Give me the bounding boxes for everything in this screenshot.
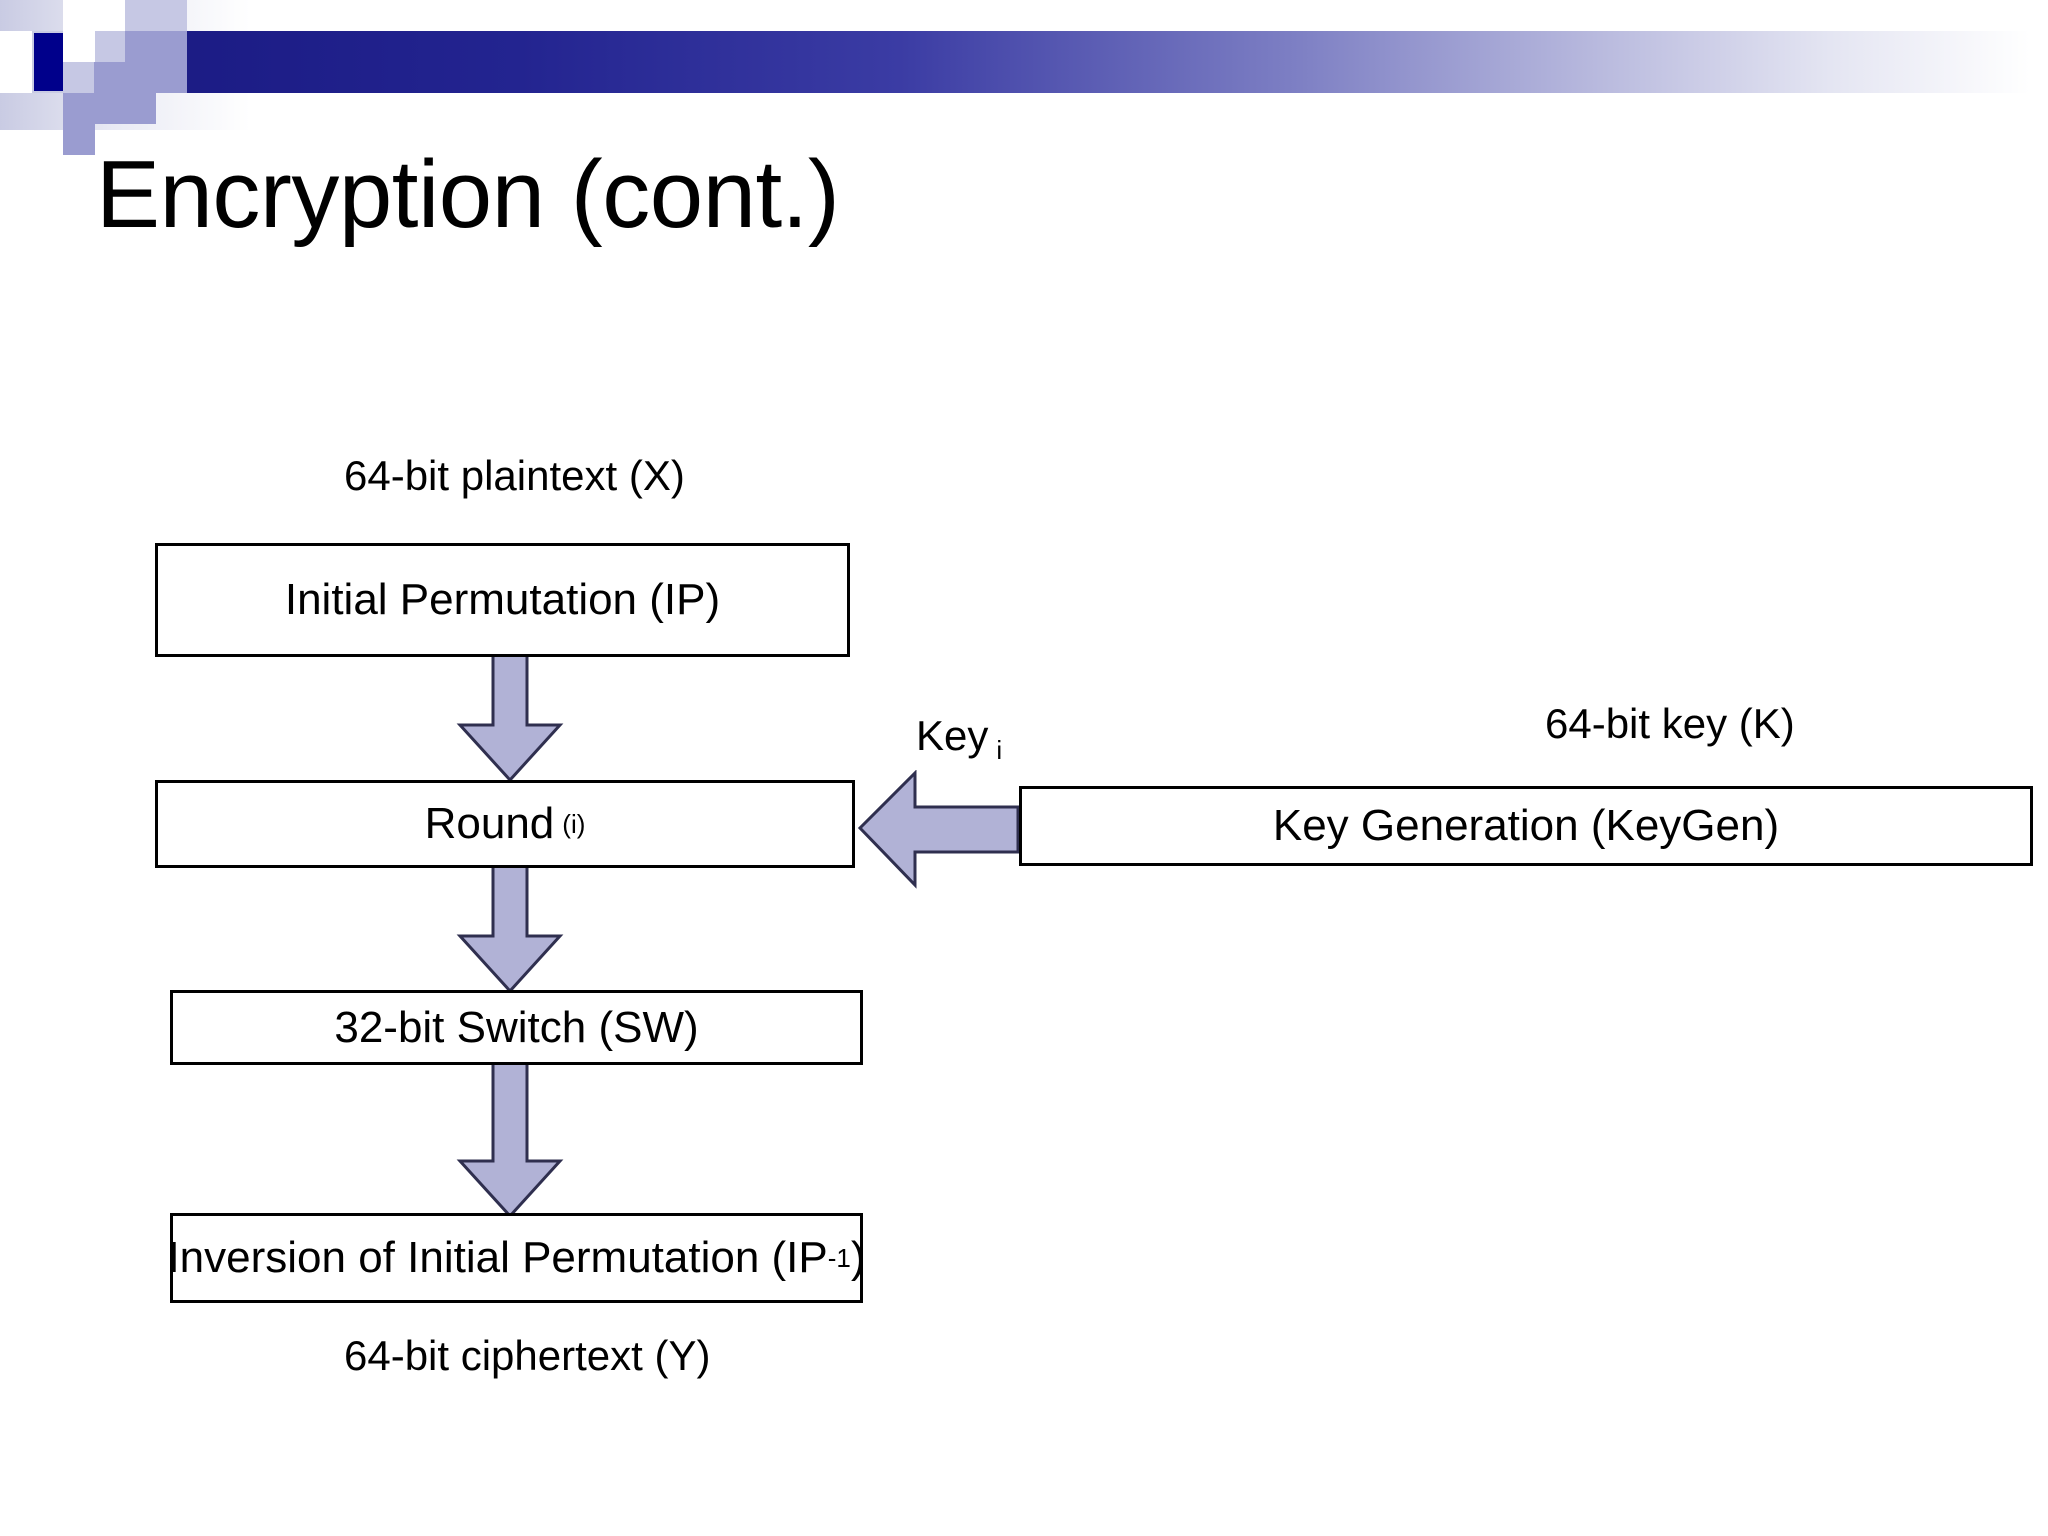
label-ciphertext: 64-bit ciphertext (Y) <box>344 1332 711 1379</box>
box-initial-permutation[interactable]: Initial Permutation (IP) <box>155 543 850 657</box>
box-key-generation-label: Key Generation (KeyGen) <box>1272 801 1780 850</box>
label-key-base: Key <box>916 712 989 759</box>
label-key-index: i <box>996 735 1003 766</box>
box-round-subscript: (i) <box>562 808 586 839</box>
page-title: Encryption (cont.) <box>96 141 840 248</box>
header-square-white-gap2 <box>63 31 95 62</box>
box-key-generation[interactable]: Key Generation (KeyGen) <box>1019 786 2033 866</box>
box-inverse-initial-permutation-label-tail: ) <box>850 1233 866 1282</box>
header-square-white-gap <box>63 0 125 31</box>
label-plaintext: 64-bit plaintext (X) <box>344 452 685 499</box>
box-round[interactable]: Round (i) <box>155 780 855 868</box>
header-square-mid-c <box>63 93 95 155</box>
box-inverse-initial-permutation[interactable]: Inversion of Initial Permutation (IP-1) <box>167 1213 866 1303</box>
arrow-ip-to-round <box>456 655 564 783</box>
arrow-keygen-to-round <box>857 770 1020 889</box>
box-inverse-initial-permutation-superscript: -1 <box>827 1242 851 1273</box>
header-square-mid-b <box>94 62 156 124</box>
box-switch[interactable]: 32-bit Switch (SW) <box>170 990 863 1065</box>
header-square-light-top <box>125 0 187 31</box>
box-initial-permutation-label: Initial Permutation (IP) <box>284 575 721 624</box>
arrow-round-to-sw <box>456 866 564 994</box>
label-key-input: 64-bit key (K) <box>1545 700 1795 747</box>
box-round-label: Round <box>424 799 555 848</box>
box-inverse-initial-permutation-label: Inversion of Initial Permutation (IP <box>167 1233 828 1282</box>
header-gradient-band <box>0 31 2048 93</box>
box-switch-label: 32-bit Switch (SW) <box>334 1002 699 1052</box>
header-decoration <box>0 0 2048 155</box>
arrow-sw-to-ip-inverse <box>456 1063 564 1219</box>
